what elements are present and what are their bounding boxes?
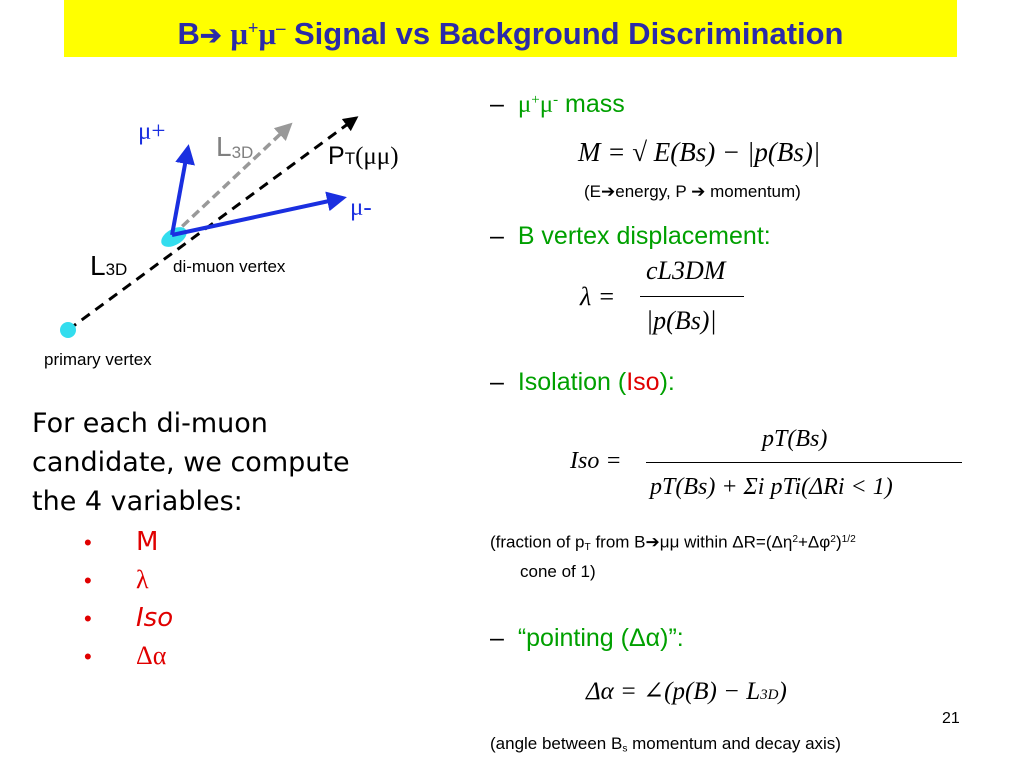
- pointing-formula: Δα = ∠(p(B) − L3D): [586, 678, 787, 705]
- arrow-icon: ➔: [199, 20, 222, 51]
- title-banner: B➔ μ+μ– Signal vs Background Discriminat…: [64, 0, 957, 57]
- title-b: B: [177, 16, 200, 52]
- list-item: •λ: [84, 565, 149, 594]
- iso-heading: – Isolation (Iso):: [490, 368, 675, 396]
- title-minus: –: [276, 18, 286, 39]
- decay-axis-line: [67, 116, 359, 332]
- mu-plus-label: μ+: [138, 118, 166, 145]
- lambda-denominator: |p(Bs)|: [646, 306, 717, 335]
- title-plus: +: [247, 18, 259, 39]
- pt-label: PT(μμ): [328, 142, 399, 170]
- footnote: (angle between Bs momentum and decay axi…: [490, 734, 841, 755]
- slide-title: B➔ μ+μ– Signal vs Background Discriminat…: [64, 0, 957, 57]
- vertex-heading: – B vertex displacement:: [490, 222, 771, 250]
- list-item: •Iso: [84, 603, 174, 633]
- intro-line-2: candidate, we compute: [32, 447, 350, 478]
- page-number: 21: [942, 710, 960, 727]
- title-mu: μ: [230, 16, 248, 52]
- mass-heading: – μ+μ- mass: [490, 90, 625, 118]
- variable-list: •M •λ •Iso •Δα: [84, 526, 173, 678]
- mu-minus-track: [171, 191, 347, 237]
- title-rest: Signal vs Background Discrimination: [285, 16, 844, 52]
- iso-lhs: Iso =: [570, 448, 622, 474]
- intro-line-3: the 4 variables:: [32, 486, 243, 517]
- lambda-numerator: cL3DM: [646, 256, 726, 285]
- mass-note: (E➔energy, P ➔ momentum): [584, 182, 801, 201]
- iso-denominator: pT(Bs) + Σi pTi(ΔRi < 1): [650, 474, 893, 500]
- iso-numerator: pT(Bs): [762, 426, 828, 452]
- mass-formula: M = √ E(Bs) − |p(Bs)|: [578, 137, 821, 167]
- list-item: •Δα: [84, 641, 167, 670]
- iso-fraction-line: [646, 462, 962, 463]
- title-mu2: μ: [258, 16, 277, 52]
- mu-minus-label: μ-: [350, 194, 372, 221]
- iso-note: (fraction of pT from B➔μμ within ΔR=(Δη2…: [490, 532, 856, 582]
- mu-plus-track: [170, 144, 195, 236]
- primary-vertex-label: primary vertex: [44, 350, 152, 369]
- lambda-lhs: λ =: [580, 282, 616, 311]
- lambda-fraction-line: [640, 296, 744, 297]
- primary-vertex-marker: [60, 322, 76, 338]
- dimuon-vertex-label: di-muon vertex: [173, 257, 286, 276]
- intro-line-1: For each di-muon: [32, 408, 268, 439]
- l3d-upper-label: L3D: [216, 131, 254, 162]
- decay-diagram: [60, 116, 359, 338]
- intro-text: For each di-muon candidate, we compute t…: [32, 404, 350, 521]
- pointing-heading: – “pointing (Δα)”:: [490, 624, 684, 652]
- list-item: •M: [84, 527, 159, 557]
- l3d-lower-label: L3D: [90, 250, 128, 281]
- arrow-icon: ➔: [645, 532, 660, 552]
